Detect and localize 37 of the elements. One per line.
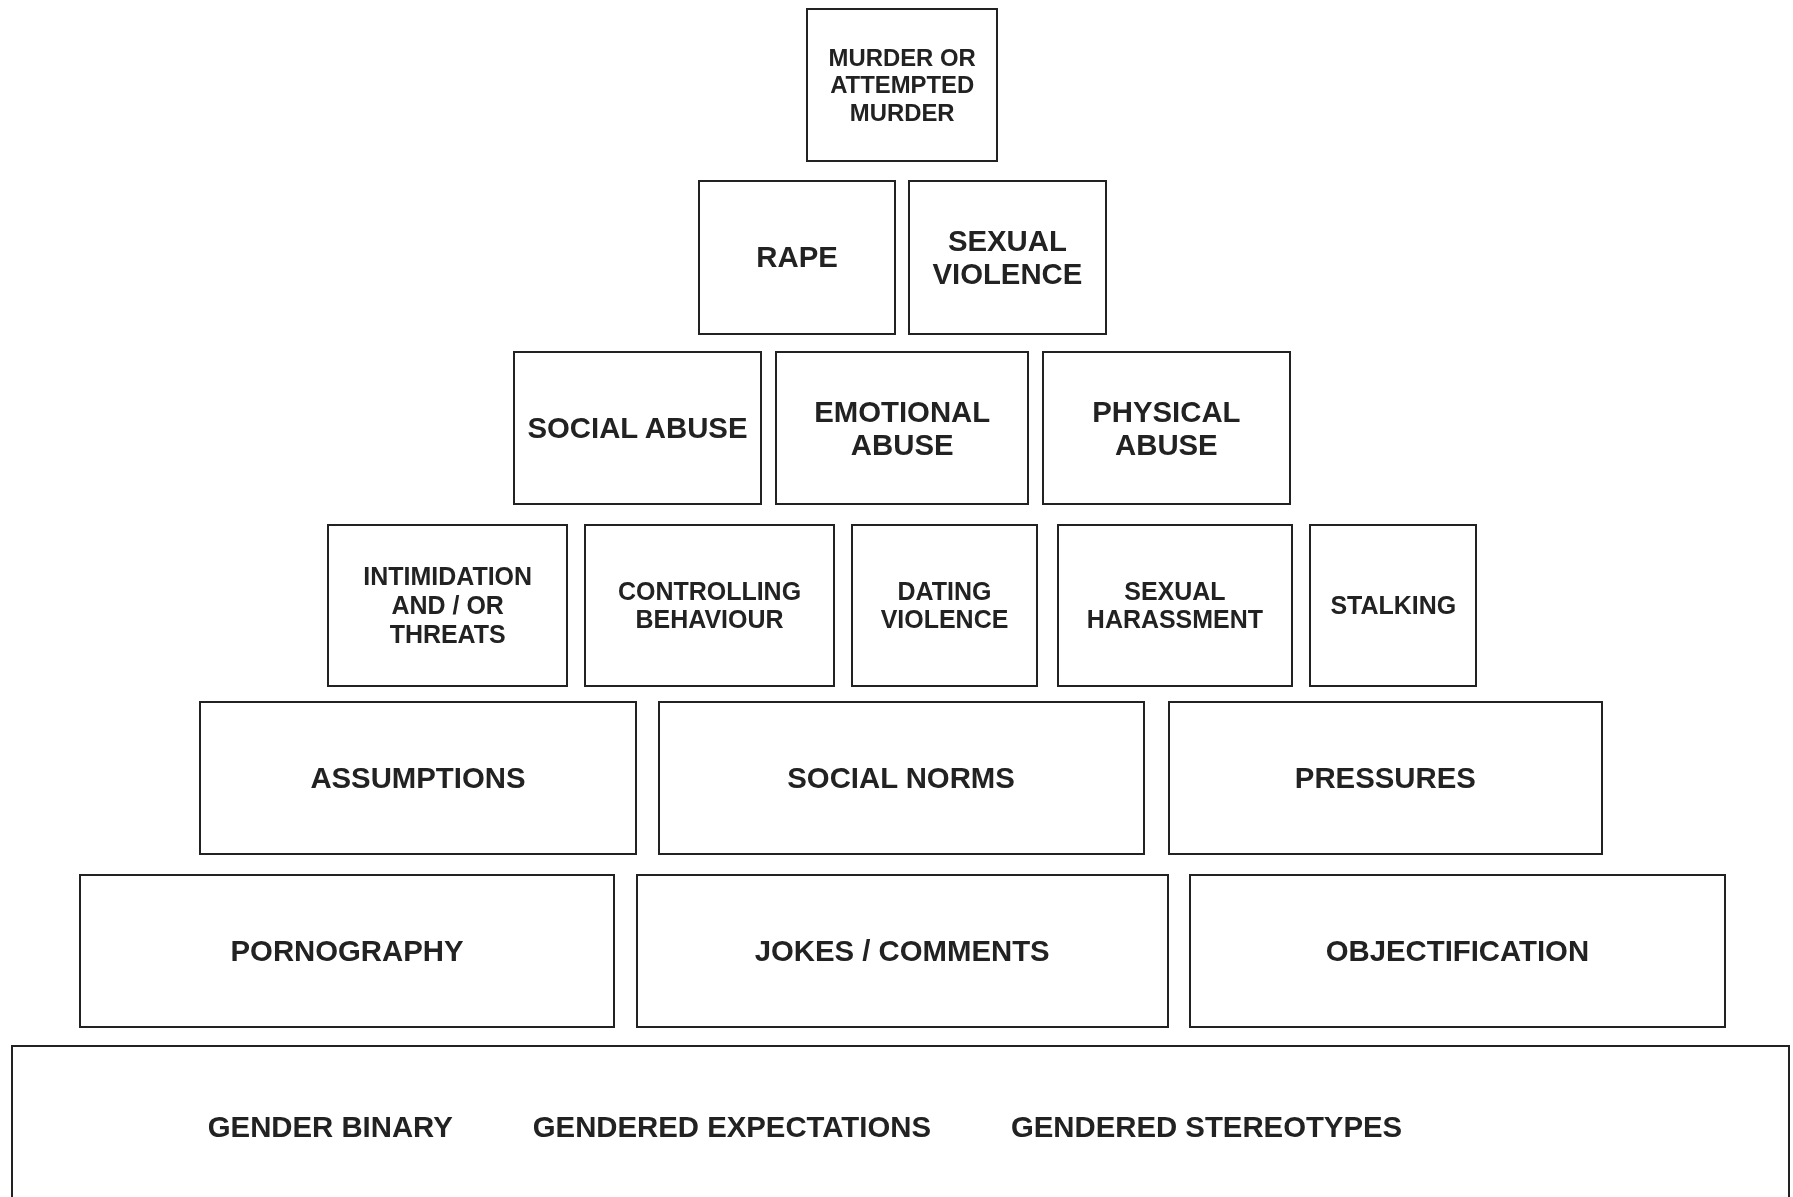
pyramid-block: [513, 351, 762, 506]
block-label: PRESSURES: [1294, 761, 1476, 795]
pyramid-block: [697, 179, 897, 335]
pyramid-block: [635, 873, 1169, 1028]
block-label: GENDER BINARY: [207, 1110, 453, 1144]
pyramid-block: [850, 523, 1039, 688]
block-label: STALKING: [1330, 591, 1457, 620]
block-label: JOKES / COMMENTS: [754, 933, 1050, 968]
pyramid-block: [327, 523, 569, 688]
block-label: SEXUAL HARASSMENT: [1085, 576, 1264, 635]
pyramid-block: [1167, 700, 1604, 856]
pyramid-block: [1056, 523, 1294, 688]
pyramid-block: [1189, 873, 1726, 1028]
pyramid-block: [657, 700, 1145, 856]
block-label: SOCIAL NORMS: [787, 761, 1015, 795]
block-label: ASSUMPTIONS: [310, 761, 526, 795]
block-label: EMOTIONAL ABUSE: [813, 394, 992, 462]
pyramid-block: [78, 873, 616, 1028]
block-label: MURDER OR ATTEMPTED MURDER: [827, 43, 977, 127]
block-label: PORNOGRAPHY: [230, 933, 464, 968]
pyramid-block: [1041, 351, 1291, 506]
block-label: DATING VIOLENCE: [879, 576, 1010, 635]
block-label: SOCIAL ABUSE: [527, 411, 748, 446]
block-label: INTIMIDATION AND / OR THREATS: [362, 562, 534, 649]
pyramid-block: [806, 8, 999, 163]
pyramid-block: [907, 179, 1107, 335]
block-label: GENDERED STEREOTYPES: [1011, 1110, 1403, 1144]
pyramid-block: [198, 700, 637, 856]
pyramid-block: [584, 523, 835, 688]
block-label: SEXUAL VIOLENCE: [931, 223, 1084, 291]
pyramid-block: [775, 351, 1030, 506]
block-label: RAPE: [756, 240, 838, 275]
block-label: GENDERED EXPECTATIONS: [532, 1110, 931, 1144]
block-label: OBJECTIFICATION: [1325, 933, 1590, 968]
block-label: PHYSICAL ABUSE: [1091, 394, 1242, 462]
pyramid-block: [1309, 523, 1478, 688]
block-label: CONTROLLING BEHAVIOUR: [616, 576, 803, 635]
